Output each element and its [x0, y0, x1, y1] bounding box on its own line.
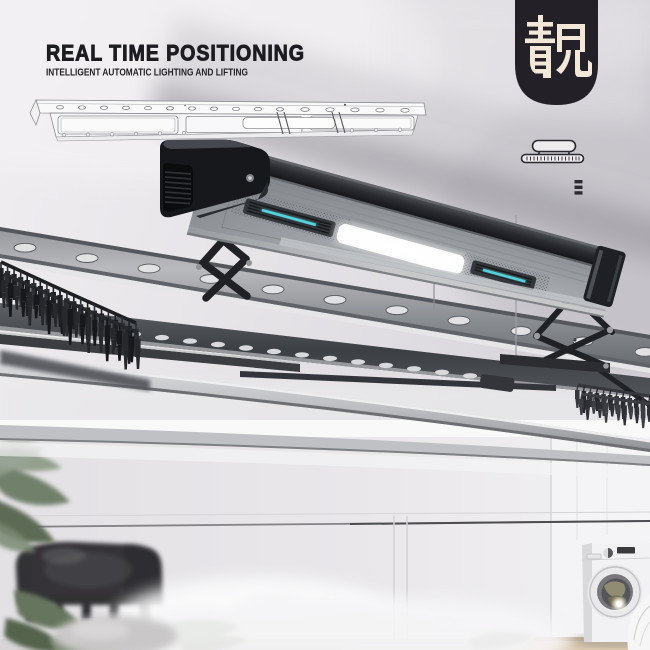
- svg-text:INTELLIGENT AUTOMATIC LIGHTING: INTELLIGENT AUTOMATIC LIGHTING AND LIFTI…: [46, 68, 248, 79]
- svg-text:REAL TIME POSITIONING: REAL TIME POSITIONING: [46, 41, 305, 66]
